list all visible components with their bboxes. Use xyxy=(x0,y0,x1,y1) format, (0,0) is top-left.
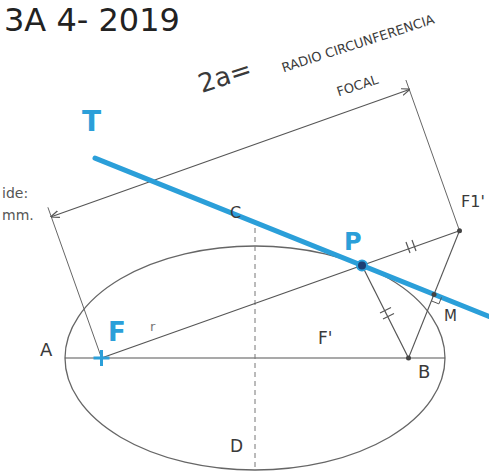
note-text: RADIO CIRCUNFERENCIA xyxy=(280,13,436,75)
axis-point: B xyxy=(418,363,430,381)
reflected-focus-point xyxy=(457,228,462,233)
extension-line xyxy=(406,80,460,231)
focus-name: F' xyxy=(318,330,332,347)
equal-tick xyxy=(406,242,410,253)
axis-point: C xyxy=(230,205,241,221)
extension-line xyxy=(48,207,102,358)
equal-tick xyxy=(383,314,394,320)
tangent-line xyxy=(95,158,489,316)
axis-point: A xyxy=(40,341,52,359)
equal-tick xyxy=(412,240,416,251)
printed-text: mm. xyxy=(2,208,34,222)
note-text: FOCAL xyxy=(335,73,380,99)
dimension-line xyxy=(51,89,409,216)
focal-radius xyxy=(102,231,460,358)
right-angle-mark xyxy=(431,297,441,304)
point-name: M xyxy=(444,309,457,324)
perpendicular-line xyxy=(409,231,460,358)
sheet-number: 3A 4- 2019 xyxy=(4,4,180,36)
point-m xyxy=(432,292,437,297)
equal-tick xyxy=(380,308,391,314)
tangent-name: T xyxy=(82,108,101,136)
dimension-text: 2a= xyxy=(195,55,255,96)
printed-text: ide: xyxy=(2,186,28,200)
point-p xyxy=(357,260,367,270)
focus-point xyxy=(406,356,411,361)
focus-name: F xyxy=(108,319,126,345)
axis-point: D xyxy=(230,438,243,455)
point-name: P xyxy=(344,230,362,254)
radius-mark: r xyxy=(150,320,155,333)
point-name: F1' xyxy=(461,194,485,210)
focus-cross xyxy=(94,350,110,366)
minor-axis xyxy=(255,228,256,471)
